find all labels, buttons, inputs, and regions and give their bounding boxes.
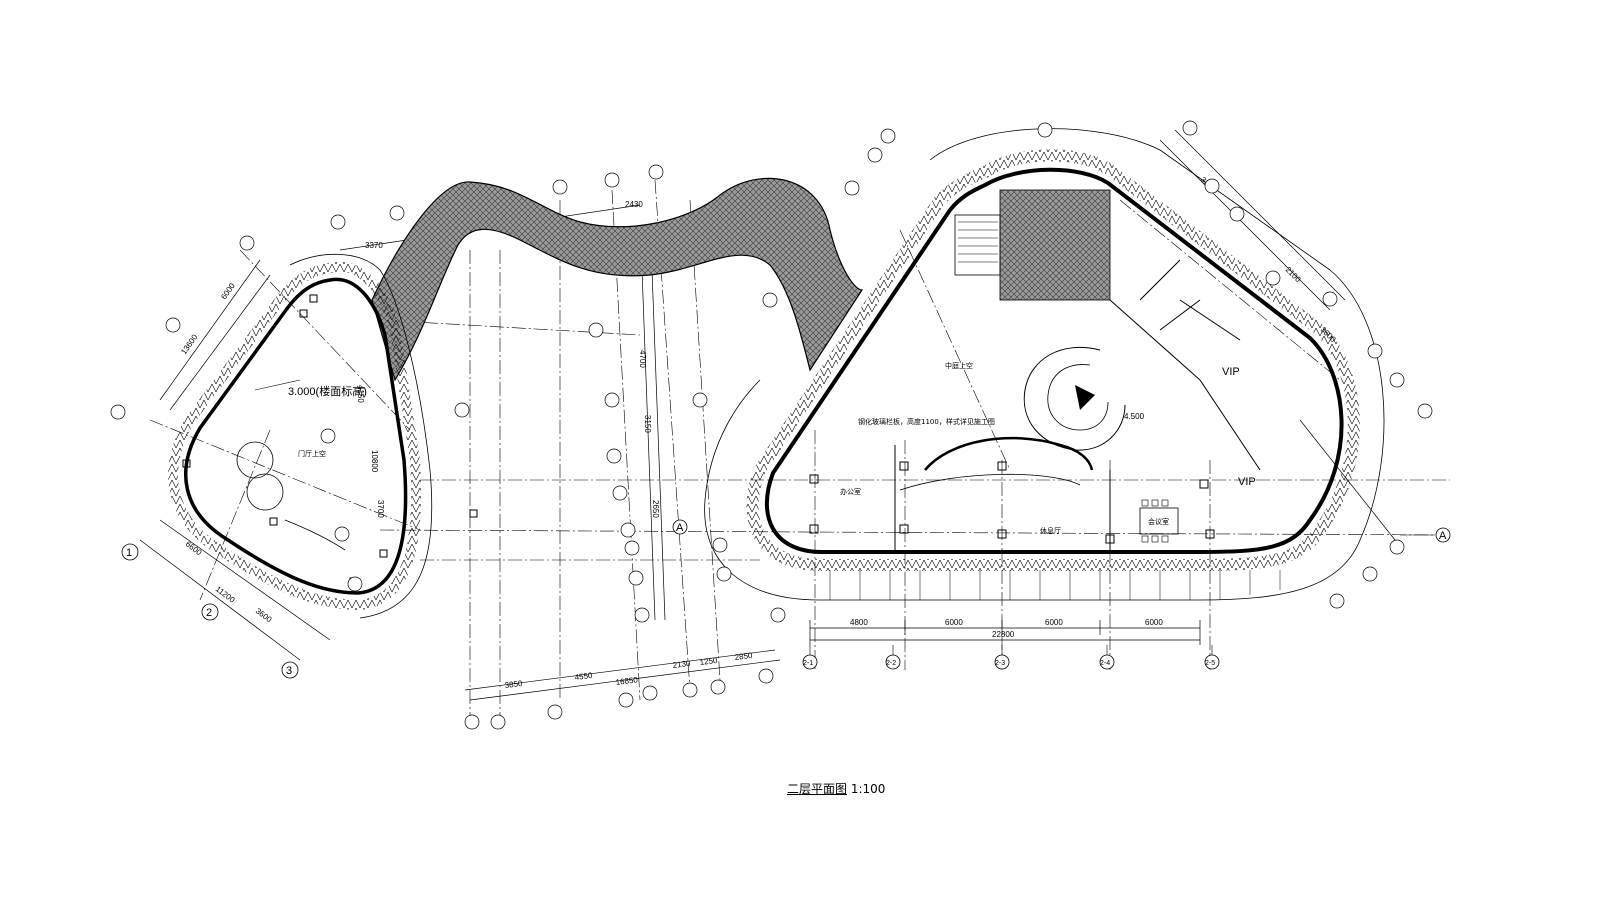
room-office: 办公室 bbox=[840, 487, 861, 496]
svg-text:1: 1 bbox=[126, 547, 132, 559]
dim-11200: 11200 bbox=[214, 584, 237, 605]
railing-note: 钢化玻璃栏板，高度1100，样式详见施工图 bbox=[858, 417, 995, 426]
axis-bubble-2-3: 2-3 bbox=[994, 645, 1010, 670]
dim-1250: 1250 bbox=[699, 656, 718, 667]
elevation-note: 3.000(楼面标高) bbox=[288, 384, 367, 398]
svg-text:2-3: 2-3 bbox=[995, 660, 1005, 667]
svg-text:2: 2 bbox=[206, 607, 212, 619]
dim-3850: 3850 bbox=[504, 679, 523, 690]
dimension-lines bbox=[139, 129, 1396, 701]
room-meeting: 会议室 bbox=[1148, 517, 1169, 526]
svg-text:A: A bbox=[676, 522, 684, 534]
drawing-title: 二层平面图 bbox=[787, 782, 848, 796]
dim-22800: 22800 bbox=[992, 630, 1015, 639]
dim-6000-left: 6000 bbox=[219, 281, 237, 301]
elevation-4500: 4.500 bbox=[1124, 412, 1145, 421]
dim-3150: 3150 bbox=[643, 415, 652, 433]
dim-2100: 2100 bbox=[1284, 265, 1303, 284]
axis-bubble-2: 2 bbox=[201, 603, 219, 621]
dim-4150: 4150 bbox=[356, 385, 365, 403]
axis-bubble-2-2: 2-2 bbox=[885, 645, 901, 670]
dim-4550: 4550 bbox=[574, 671, 593, 682]
dim-3370: 3370 bbox=[365, 241, 383, 250]
dim-13600: 13600 bbox=[179, 332, 199, 356]
room-left-hall: 门厅上空 bbox=[298, 449, 326, 458]
left-pavilion bbox=[168, 253, 433, 619]
axis-bubble-2-5: 2-5 bbox=[1204, 645, 1220, 670]
grid-lines bbox=[149, 179, 1451, 720]
dim-16850: 16850 bbox=[615, 675, 639, 687]
axis-bubble-2-4: 2-4 bbox=[1099, 645, 1115, 670]
axis-bubble-3: 3 bbox=[281, 661, 299, 679]
svg-text:3: 3 bbox=[286, 665, 292, 677]
dim-3600: 3600 bbox=[254, 606, 274, 624]
svg-text:2-5: 2-5 bbox=[1205, 660, 1215, 667]
axis-bubble-A-right: A bbox=[1400, 527, 1451, 543]
main-building bbox=[704, 128, 1385, 601]
axis-bubble-A-mid: A bbox=[672, 519, 688, 535]
axis-bubble-2-1: 2-1 bbox=[802, 645, 818, 670]
dim-6000-b: 6000 bbox=[1045, 618, 1063, 627]
dim-10800: 10800 bbox=[370, 450, 379, 473]
room-vip-2: VIP bbox=[1238, 476, 1256, 488]
axis-bubbles-generic bbox=[110, 120, 1433, 730]
dim-4800: 4800 bbox=[850, 618, 868, 627]
dim-2850: 2850 bbox=[734, 651, 753, 662]
room-lounge: 休息厅 bbox=[1040, 526, 1061, 535]
dim-6000-c: 6000 bbox=[1145, 618, 1163, 627]
dim-2650: 2650 bbox=[651, 500, 660, 518]
dim-4700: 4700 bbox=[638, 350, 647, 368]
dim-2130: 2130 bbox=[672, 659, 691, 670]
dim-2430: 2430 bbox=[625, 200, 643, 209]
room-center-void: 中庭上空 bbox=[945, 361, 973, 370]
facade-mullions bbox=[829, 570, 1281, 600]
drawing-scale: 1:100 bbox=[850, 782, 886, 796]
room-vip-1: VIP bbox=[1222, 366, 1240, 378]
svg-text:2-4: 2-4 bbox=[1100, 660, 1110, 667]
dim-3700: 3700 bbox=[376, 500, 385, 518]
curved-corridor bbox=[371, 177, 864, 382]
svg-text:2-1: 2-1 bbox=[803, 660, 813, 667]
axis-bubble-1: 1 bbox=[121, 543, 139, 561]
dim-6000-a: 6000 bbox=[945, 618, 963, 627]
drawing-caption: 二层平面图 1:100 bbox=[787, 780, 885, 797]
svg-text:2-2: 2-2 bbox=[886, 660, 896, 667]
svg-text:A: A bbox=[1439, 530, 1447, 542]
